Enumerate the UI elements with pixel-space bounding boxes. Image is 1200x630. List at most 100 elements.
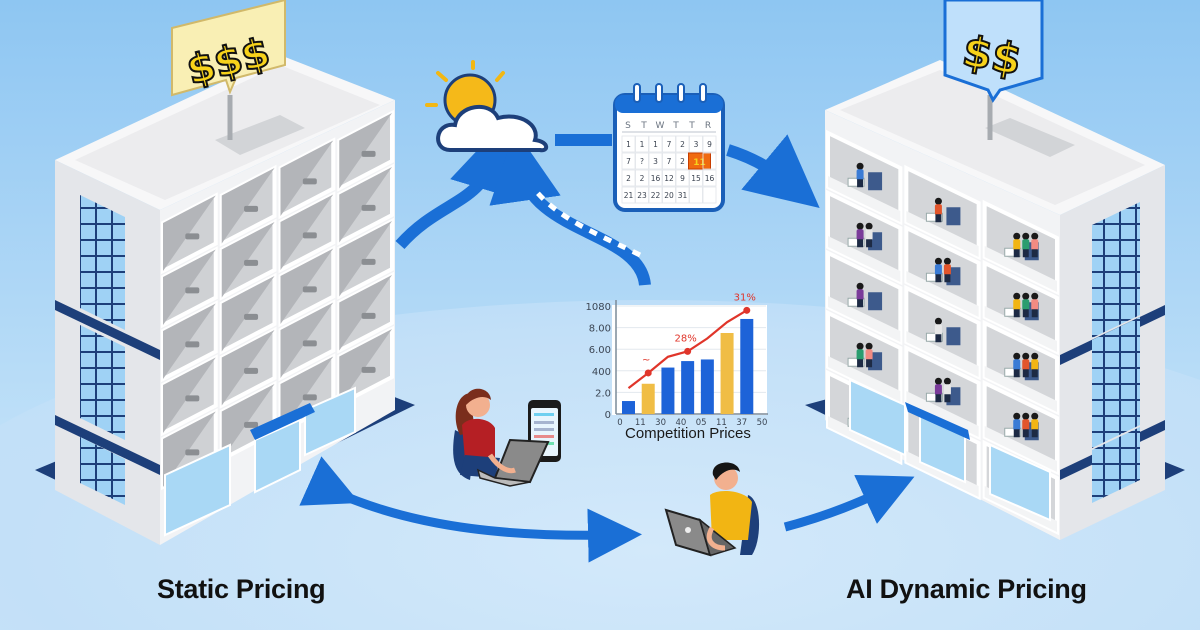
- person-icon: [865, 342, 873, 368]
- calendar-day[interactable]: ?: [635, 152, 649, 170]
- chart-x-tick: 05: [696, 418, 707, 428]
- occupied-room: [982, 259, 1059, 356]
- calendar-day[interactable]: 16: [702, 169, 717, 187]
- calendar-day[interactable]: 22: [648, 186, 663, 204]
- desk-icon: [847, 297, 865, 307]
- occupied-room: [982, 199, 1059, 296]
- calendar-day[interactable]: 1: [635, 135, 649, 153]
- calendar-day[interactable]: 2: [675, 135, 690, 153]
- calendar-day[interactable]: 7: [662, 152, 676, 170]
- svg-text:9: 9: [707, 140, 712, 149]
- chart-bar: [661, 367, 675, 414]
- desk-icon: [847, 177, 865, 187]
- chart-annotation: ~: [642, 355, 650, 366]
- svg-text:7: 7: [626, 157, 631, 166]
- calendar-day[interactable]: [702, 152, 717, 170]
- desk-icon: [244, 367, 259, 374]
- desk-icon: [244, 205, 259, 212]
- calendar-day[interactable]: 9: [675, 169, 690, 187]
- empty-room: [337, 109, 394, 192]
- double-arrow-static-to-analyst: [299, 456, 642, 563]
- calendar-day[interactable]: 1: [621, 135, 636, 153]
- side-window-column: [1092, 317, 1140, 448]
- svg-text:1: 1: [640, 140, 645, 149]
- person-icon: [943, 377, 951, 403]
- calendar-weekday: W: [656, 121, 665, 131]
- person-icon: [1031, 352, 1039, 378]
- calendar-day[interactable]: [702, 186, 717, 204]
- desk-icon: [361, 366, 376, 373]
- calendar-day[interactable]: 9: [702, 135, 717, 153]
- calendar-highlighted-day[interactable]: [688, 152, 711, 170]
- entrance-canopy: [250, 403, 315, 440]
- svg-text:11: 11: [693, 158, 706, 168]
- dynamic-price-sign: $$: [943, 0, 1044, 103]
- calendar-day[interactable]: 2: [621, 169, 636, 187]
- occupied-room: [904, 284, 981, 381]
- calendar-day[interactable]: 7: [621, 152, 636, 170]
- svg-text:21: 21: [624, 191, 634, 200]
- person-icon: [1013, 352, 1021, 378]
- svg-text:2: 2: [640, 174, 645, 183]
- side-window-column: [80, 437, 125, 505]
- svg-text:16: 16: [705, 174, 715, 183]
- calendar-day[interactable]: 3: [648, 152, 663, 170]
- calendar-day[interactable]: 11: [688, 152, 711, 170]
- ground-floor-glass: [164, 443, 231, 537]
- desk-icon: [925, 392, 943, 402]
- chart-bar: [720, 333, 734, 414]
- calendar-day[interactable]: 2: [635, 169, 649, 187]
- person-icon: [856, 222, 864, 248]
- chart-bar: [681, 361, 695, 414]
- desk-icon: [185, 449, 200, 456]
- desk-icon: [925, 212, 943, 222]
- chart-title: Competition Prices: [625, 425, 751, 442]
- person-icon: [1031, 232, 1039, 258]
- calendar-weekday: S: [625, 121, 631, 131]
- side-window-column: [80, 195, 125, 330]
- chart-annotation: 31%: [734, 292, 756, 303]
- calendar-day[interactable]: 31: [675, 186, 690, 204]
- person-icon: [1013, 232, 1021, 258]
- calendar-day[interactable]: [689, 186, 703, 204]
- calendar-weekday: T: [688, 121, 695, 131]
- calendar-day[interactable]: 1: [648, 135, 663, 153]
- desk-icon: [185, 395, 200, 402]
- calendar-day[interactable]: 12: [662, 169, 676, 187]
- dashed-arrow-chart-to-weather: [533, 188, 642, 258]
- occupied-room: [826, 189, 903, 286]
- arrow-chart-to-weather: [489, 129, 651, 287]
- person-icon: [1022, 352, 1030, 378]
- person-icon: [856, 162, 864, 188]
- empty-room: [161, 354, 218, 437]
- person-icon: [856, 282, 864, 308]
- chart-x-tick: 40: [675, 418, 686, 428]
- empty-room: [337, 217, 394, 300]
- occupied-room: [826, 129, 903, 226]
- occupied-room: [982, 379, 1059, 476]
- empty-room: [337, 325, 394, 408]
- svg-text:2: 2: [680, 157, 685, 166]
- ground-floor-glass: [849, 378, 906, 457]
- person-icon: [934, 257, 942, 283]
- entrance-canopy: [905, 402, 970, 440]
- dynamic-pricing-building: $$: [805, 0, 1185, 540]
- desk-icon: [244, 259, 259, 266]
- calendar-day[interactable]: 15: [689, 169, 703, 187]
- calendar-day[interactable]: 20: [662, 186, 676, 204]
- svg-text:2: 2: [680, 140, 685, 149]
- calendar-day[interactable]: 21: [621, 186, 636, 204]
- empty-room: [278, 137, 336, 220]
- desk-icon: [847, 357, 865, 367]
- desk-icon: [1004, 307, 1022, 317]
- calendar-day[interactable]: 23: [635, 186, 649, 204]
- empty-room: [161, 246, 218, 329]
- desk-icon: [302, 286, 317, 293]
- calendar-day[interactable]: 7: [662, 135, 676, 153]
- arrow-calendar-to-building: [726, 134, 820, 209]
- desk-icon: [847, 237, 865, 247]
- calendar-day[interactable]: 16: [648, 169, 663, 187]
- dynamic-price-text: $$: [959, 26, 1025, 84]
- calendar-day[interactable]: 3: [689, 135, 703, 153]
- empty-room: [219, 326, 277, 409]
